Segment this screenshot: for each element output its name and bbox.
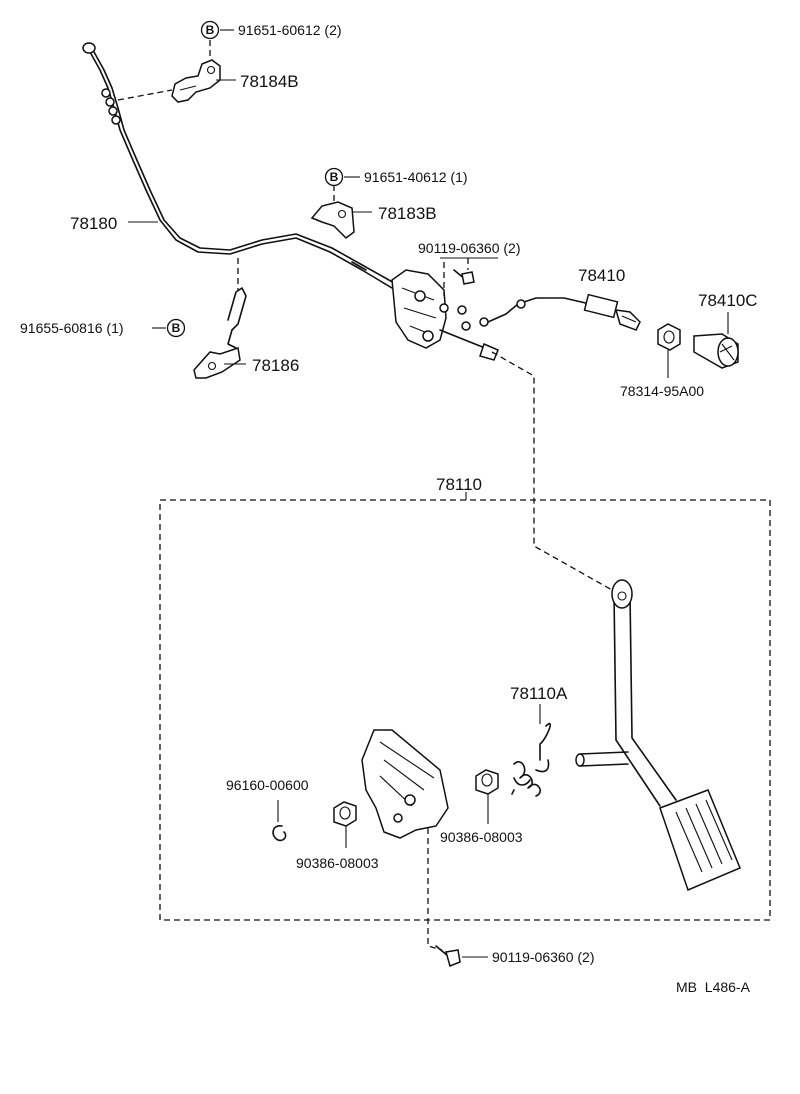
accelerator-cable <box>82 42 397 289</box>
clip-96160 <box>272 825 287 842</box>
bushing-left <box>333 801 357 827</box>
nut-78314 <box>657 323 681 351</box>
bracket-78186 <box>193 287 247 379</box>
throttle-linkage <box>391 269 499 361</box>
pedal-assembly-box <box>159 499 771 921</box>
label-bracket-lower: 78186 <box>252 356 299 375</box>
svg-text:B: B <box>172 321 181 335</box>
label-pedal-assy: 78110 <box>436 475 482 494</box>
label-bracket-top: 78184B <box>240 72 299 91</box>
label-bolt-left: 91655-60816 (1) <box>20 320 124 336</box>
svg-text:B: B <box>206 23 215 37</box>
bushing-right <box>475 769 499 795</box>
label-bolt-top: 91651-60612 (2) <box>238 22 342 38</box>
label-link-cable: 78410 <box>578 266 625 285</box>
pedal-arm <box>575 579 741 892</box>
screw-90119-top <box>453 269 475 285</box>
b-badge-icon: B <box>200 20 220 40</box>
footer-code: MB L486-A <box>676 979 751 995</box>
label-cable: 78180 <box>70 214 117 233</box>
b-badge-icon: B <box>324 167 344 187</box>
label-spring: 78110A <box>510 684 568 703</box>
spring-78110a <box>511 722 551 797</box>
label-knob: 78410C <box>698 291 758 310</box>
label-bushing-right: 90386-08003 <box>440 829 523 845</box>
label-bushing-left: 90386-08003 <box>296 855 379 871</box>
label-bolt-mid: 91651-40612 (1) <box>364 169 468 185</box>
bracket-78183b <box>310 201 355 239</box>
b-badge-icon: B <box>166 318 186 338</box>
label-clip: 96160-00600 <box>226 777 309 793</box>
knob-78410c <box>693 333 739 369</box>
bracket-78184b <box>171 59 221 103</box>
svg-text:B: B <box>330 170 339 184</box>
screw-90119-bottom <box>435 945 461 968</box>
label-bracket-mid: 78183B <box>378 204 437 223</box>
label-screw-bottom: 90119-06360 (2) <box>492 949 594 965</box>
label-nut: 78314-95A00 <box>620 383 704 399</box>
label-screw-link: 90119-06360 (2) <box>418 240 520 256</box>
pedal-bracket <box>361 729 449 839</box>
link-cable-78410 <box>479 293 641 331</box>
